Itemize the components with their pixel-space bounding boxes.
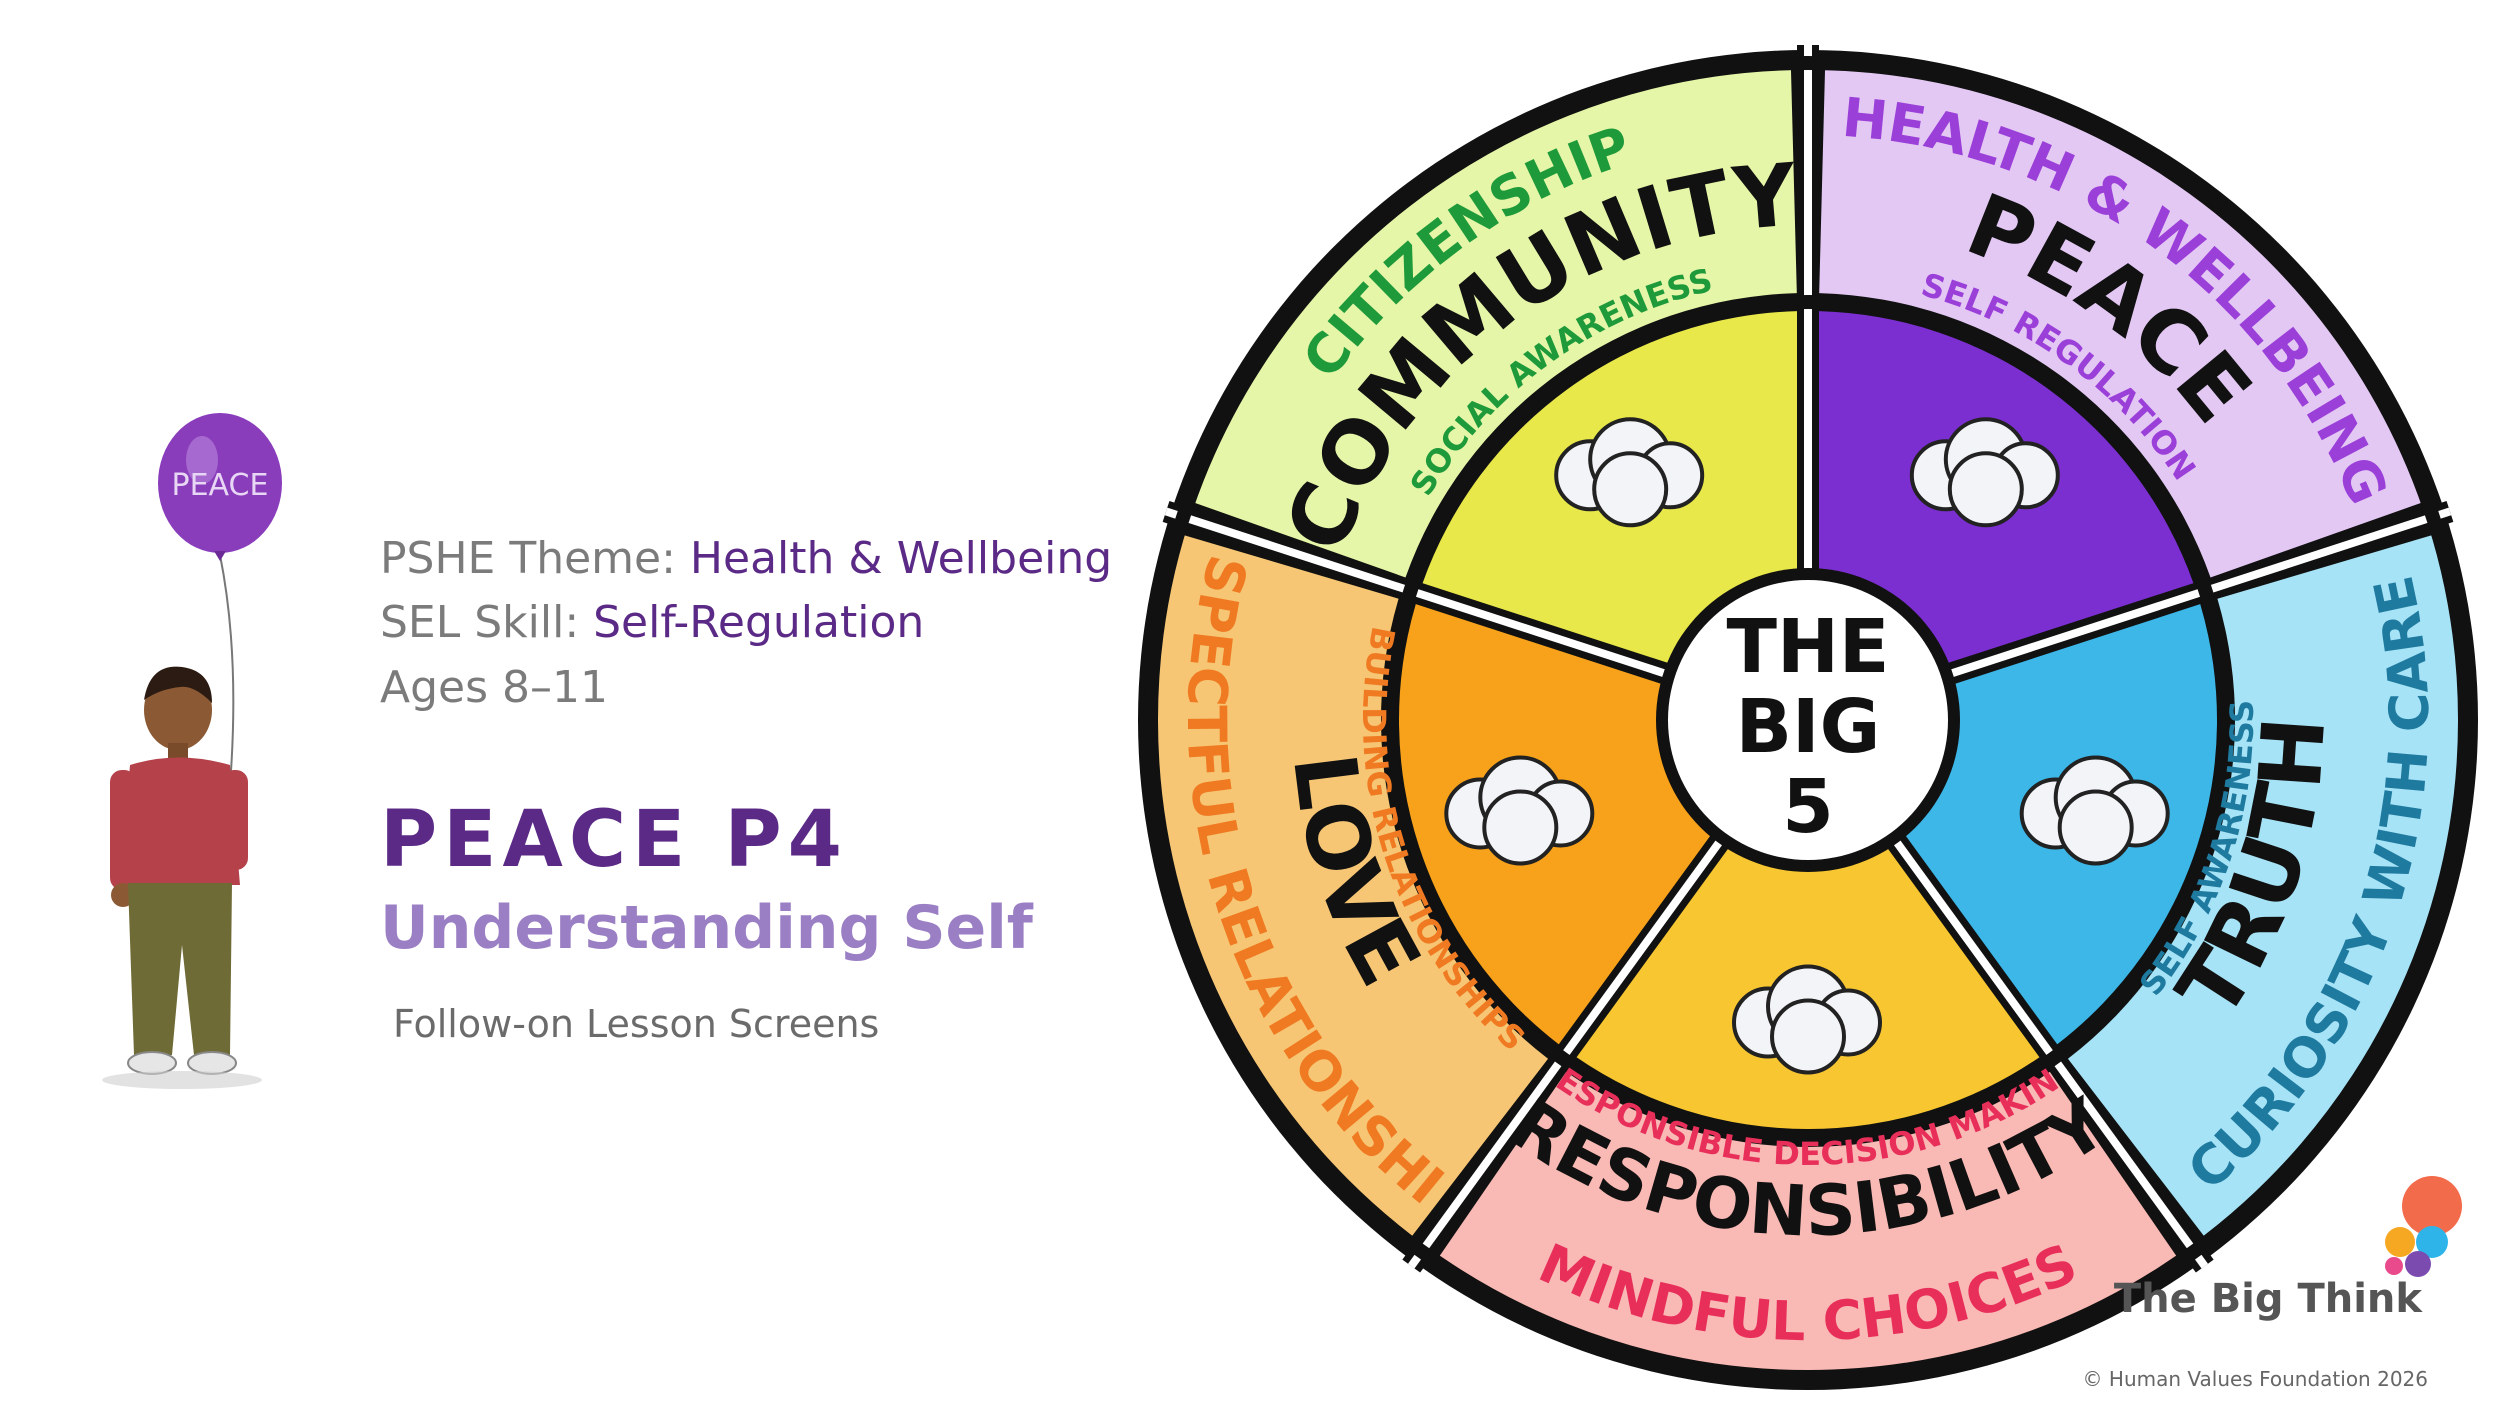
cloud-icon — [1554, 417, 1705, 528]
wheel-center-line-3: 5 — [1782, 764, 1834, 850]
copyright-text: © Human Values Foundation 2026 — [2082, 1367, 2428, 1391]
wheel-outer-ring — [1144, 56, 2472, 1384]
cloud-icon — [1909, 417, 2060, 528]
wheel-segment-responsibility — [1437, 1071, 2179, 1375]
sel-skill-value: Self-Regulation — [593, 597, 925, 648]
sel-skill-line: SEL Skill: Self-Regulation — [380, 597, 924, 648]
sel-skill-label: SEL Skill: — [380, 597, 594, 648]
wheel-segment-community — [1190, 65, 1797, 578]
big-think-logo-dots — [2385, 1176, 2462, 1277]
balloon-label: PEACE — [172, 468, 269, 503]
cloud-icon — [1444, 755, 1595, 866]
pshe-theme-line: PSHE Theme: Health & Wellbeing — [380, 533, 1112, 584]
cloud-icon — [2019, 755, 2170, 866]
lesson-subtitle: Understanding Self — [380, 893, 1033, 963]
wheel-inner-ring — [1383, 295, 2233, 1145]
wheel-center-line-2: BIG — [1736, 684, 1881, 770]
lesson-note: Follow-on Lesson Screens — [393, 1002, 880, 1046]
pshe-theme-value: Health & Wellbeing — [689, 533, 1113, 584]
ages-line: Ages 8–11 — [380, 662, 608, 713]
cloud-icon — [1732, 964, 1882, 1075]
wheel-center-line-1: THE — [1727, 604, 1890, 690]
brand-name: The Big Think — [2113, 1276, 2422, 1322]
boy-with-balloon-illustration: PEACE — [102, 413, 282, 1089]
wheel-segment-peace — [1819, 65, 2426, 578]
pshe-theme-label: PSHE Theme: — [380, 533, 690, 584]
lesson-title: PEACE P4 — [380, 795, 848, 885]
